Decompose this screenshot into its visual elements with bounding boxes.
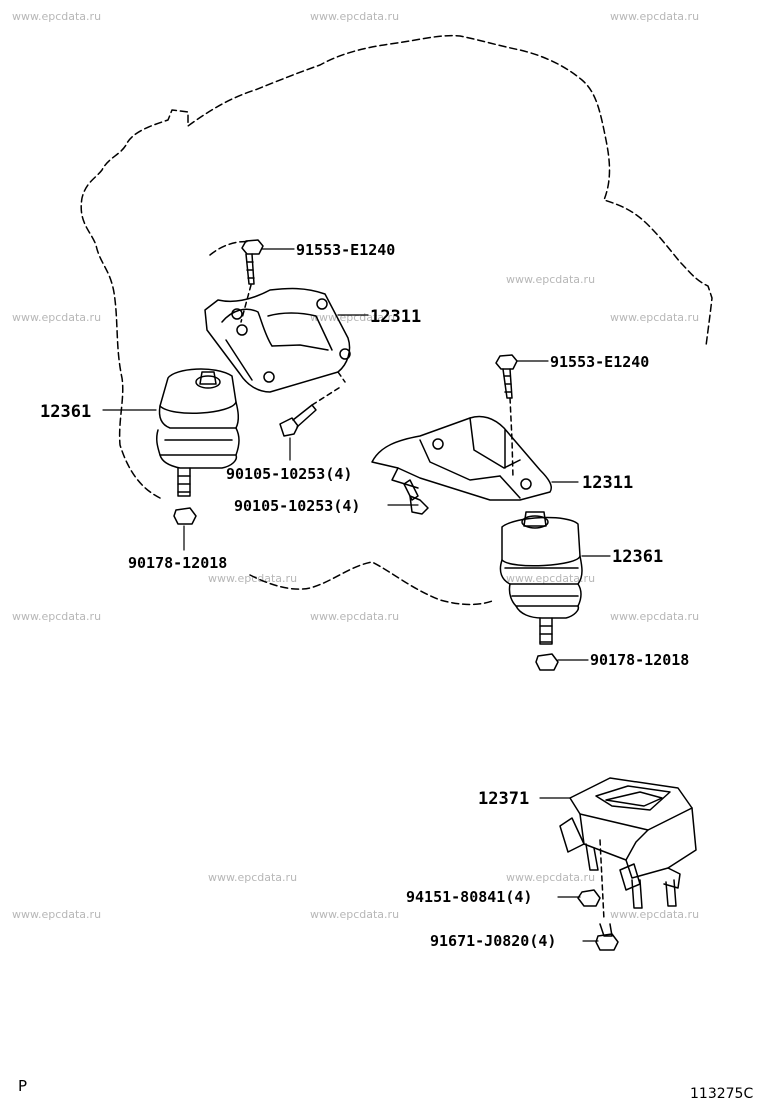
bolt-icon [403,479,429,515]
watermark: www.epcdata.ru [610,10,700,23]
part-label: 94151-80841(4) [406,888,532,906]
watermark: www.epcdata.ru [610,610,700,623]
part-label: 12361 [40,402,91,422]
part-label: 12311 [582,473,633,493]
footer-marker: P [18,1077,28,1095]
insulator-icon [499,511,583,645]
part-label: 90178-12018 [128,554,227,572]
watermark: www.epcdata.ru [310,311,400,324]
part-label: 90105-10253(4) [226,465,352,483]
watermark: www.epcdata.ru [610,908,700,921]
part-label: 91553-E1240 [296,241,395,259]
nut-icon [173,507,197,525]
watermark: www.epcdata.ru [12,610,102,623]
watermark: www.epcdata.ru [310,908,400,921]
bracket-icon [204,287,351,393]
bolt-icon [279,404,317,437]
part-label: 12311 [370,307,421,327]
watermark: www.epcdata.ru [506,273,596,286]
nut-icon [535,653,559,671]
watermark: www.epcdata.ru [12,311,102,324]
part-label: 91553-E1240 [550,353,649,371]
bolt-icon [495,354,518,399]
watermark: www.epcdata.ru [208,572,298,585]
part-label: 91671-J0820(4) [430,932,556,950]
watermark: www.epcdata.ru [610,311,700,324]
nut-icon [577,889,601,907]
engine-outline [80,34,713,499]
part-label: 12371 [478,789,529,809]
part-label: 12361 [612,547,663,567]
watermark: www.epcdata.ru [310,610,400,623]
bracket-icon [371,415,552,501]
watermark: www.epcdata.ru [12,908,102,921]
part-label: 90178-12018 [590,651,689,669]
bolt-icon [595,923,619,951]
watermark: www.epcdata.ru [506,871,596,884]
insulator-icon [156,368,240,497]
rear-insulator-icon [559,777,697,909]
watermark: www.epcdata.ru [208,871,298,884]
watermark: www.epcdata.ru [310,10,400,23]
watermark: www.epcdata.ru [506,572,596,585]
diagram-code: 113275C [690,1086,754,1102]
watermark: www.epcdata.ru [12,10,102,23]
bolt-icon [241,239,264,285]
part-label: 90105-10253(4) [234,497,360,515]
